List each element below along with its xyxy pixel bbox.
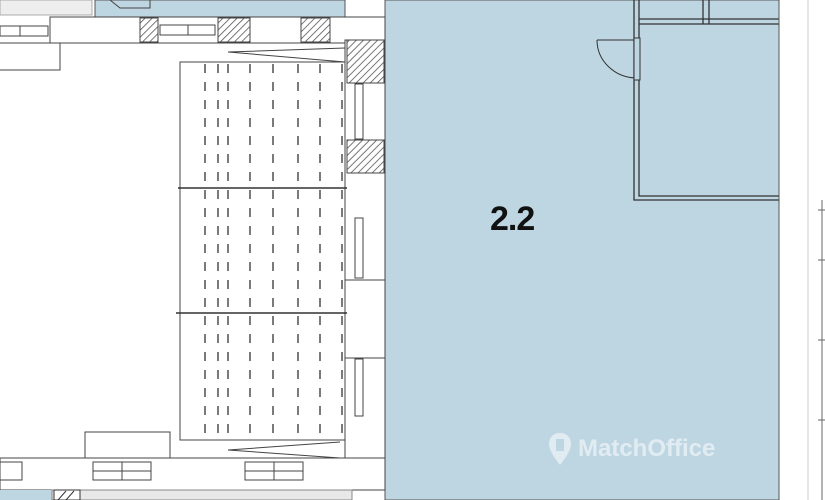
wall-bottom — [0, 457, 386, 491]
inner-room — [596, 0, 779, 201]
wall-right-column — [344, 39, 386, 461]
watermark-text: MatchOffice — [578, 435, 716, 462]
watermark: MatchOffice — [548, 432, 715, 466]
staircase — [176, 47, 347, 459]
map-pin-icon — [549, 433, 571, 465]
room-label: 2.2 — [490, 200, 535, 238]
room-2-2-area — [384, 0, 780, 500]
